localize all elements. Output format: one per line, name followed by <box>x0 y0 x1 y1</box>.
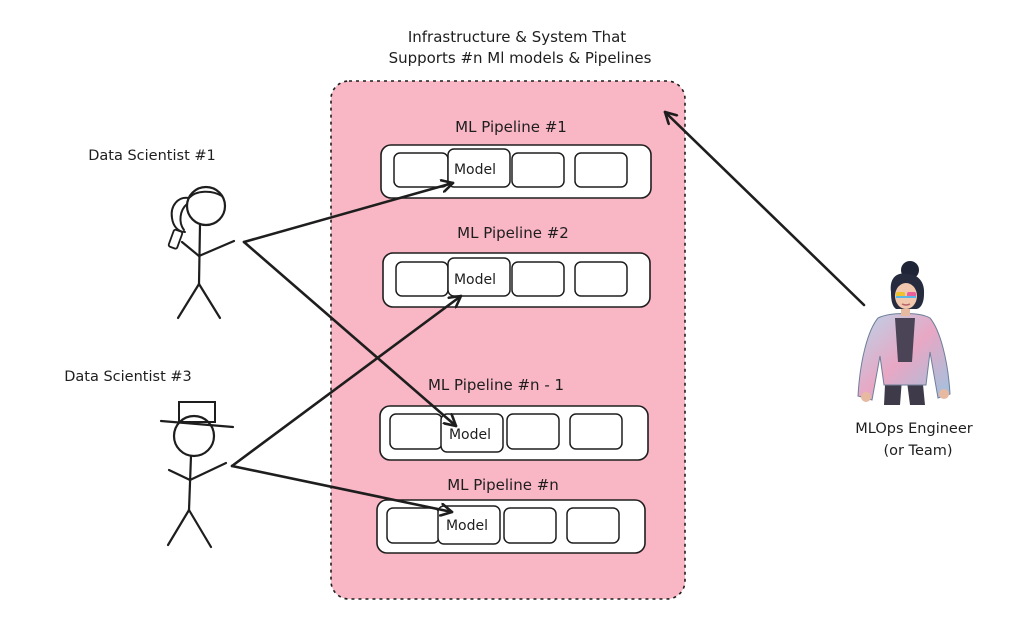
pipeline-2: ML Pipeline #2 Model <box>382 224 651 308</box>
data-scientist-3: Data Scientist #3 <box>64 369 235 549</box>
data-scientist-1: Data Scientist #1 <box>88 148 236 320</box>
pipeline-2-stage <box>574 261 628 297</box>
data-scientist-3-label: Data Scientist #3 <box>64 369 191 385</box>
pipeline-n-minus-1-title: ML Pipeline #n - 1 <box>428 376 564 394</box>
pipeline-1-model-box <box>447 148 511 188</box>
avatar-icon <box>857 261 951 405</box>
stick-figure-ponytail-icon <box>167 185 236 320</box>
pipeline-1-stage <box>393 152 449 188</box>
pipeline-n-model-label: Model <box>446 518 488 534</box>
pipeline-n-minus-1-stage <box>569 413 623 450</box>
arrow-engineer-to-infra <box>663 110 866 307</box>
pipeline-2-model-box <box>447 257 511 297</box>
arrow-scientist-3-to-pipeline-2 <box>230 294 463 468</box>
pipeline-1-stage <box>511 152 565 188</box>
infra-container <box>330 80 686 600</box>
pipeline-2-model-label: Model <box>454 272 496 288</box>
pipeline-n-model-box <box>437 505 501 545</box>
pipeline-2-stage <box>395 261 449 297</box>
data-scientist-1-label: Data Scientist #1 <box>88 148 215 164</box>
stick-figure-hat-icon <box>159 401 235 549</box>
pipeline-n-stage <box>503 507 557 544</box>
arrow-scientist-1-to-pipeline-n-minus-1 <box>242 240 458 428</box>
pipeline-n-stage <box>566 507 620 544</box>
pipeline-2-stage <box>511 261 565 297</box>
pipeline-n-minus-1-stage <box>389 413 443 450</box>
pipeline-n-minus-1-stage <box>506 413 560 450</box>
infra-title-line2: Supports #n Ml models & Pipelines <box>389 49 652 67</box>
arrow-scientist-3-to-pipeline-n <box>230 464 454 512</box>
arrow-scientist-1-to-pipeline-1 <box>242 183 455 244</box>
pipeline-1-stage <box>574 152 628 188</box>
engineer-label-line2: (or Team) <box>883 443 952 459</box>
pipeline-n-title: ML Pipeline #n <box>447 476 559 494</box>
pipeline-2-title: ML Pipeline #2 <box>457 224 569 242</box>
infra-title-line1: Infrastructure & System That <box>408 28 626 46</box>
pipeline-n-stage <box>386 507 440 544</box>
pipeline-n-minus-1-model-label: Model <box>449 427 491 443</box>
engineer-label-line1: MLOps Engineer <box>855 421 972 437</box>
pipeline-1-model-label: Model <box>454 162 496 178</box>
pipeline-1-title: ML Pipeline #1 <box>455 118 567 136</box>
